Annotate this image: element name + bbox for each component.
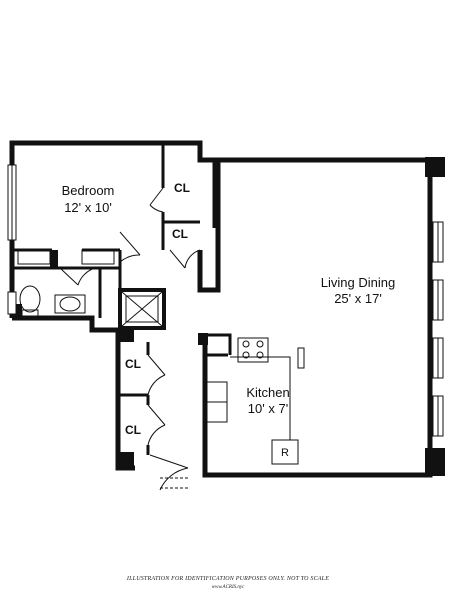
bedroom-partition	[50, 250, 58, 268]
stove	[237, 337, 269, 363]
hall-left-wall	[115, 330, 135, 471]
hall-closet-door-2	[147, 404, 166, 446]
closet-label-3: CL	[125, 357, 141, 371]
disclaimer-line-2: www.ACRIS.nyc	[211, 585, 245, 590]
bedroom-name: Bedroom	[62, 183, 115, 198]
living-bottom-right-corner	[425, 448, 445, 476]
entry-steps	[160, 477, 190, 489]
closet-label-1: CL	[174, 181, 190, 195]
bath-vanity	[54, 294, 86, 314]
bedroom-size: 12' x 10'	[64, 200, 112, 215]
wall-corners	[12, 157, 445, 476]
bath-window	[7, 291, 17, 315]
interior-walls	[12, 143, 232, 455]
shaft-hatch	[121, 291, 163, 327]
bedroom-furniture	[17, 249, 51, 265]
refrigerator-label: R	[281, 447, 289, 459]
entry-door	[149, 454, 189, 491]
bath-fixtures	[17, 249, 115, 317]
kitchen-size: 10' x 7'	[248, 401, 288, 416]
bedroom-closet-door-2	[169, 249, 201, 269]
window-mullions	[11, 165, 439, 436]
stove-burners	[242, 340, 264, 359]
hall-bottom-corner	[118, 452, 134, 470]
bath-bottom-wall	[12, 315, 118, 333]
doors	[59, 187, 201, 491]
dishwasher	[297, 347, 305, 369]
bath-sink	[59, 296, 81, 312]
closet-label-2: CL	[172, 227, 188, 241]
bedroom-closet-door-1	[149, 187, 164, 213]
living-outer-wall	[197, 157, 433, 478]
closet-label-4: CL	[125, 423, 141, 437]
living-size: 25' x 17'	[334, 291, 382, 306]
hall-closet-door-1	[147, 354, 166, 396]
bath-corner	[12, 304, 22, 318]
kitchen-top-left-corner	[198, 333, 208, 345]
toilet	[19, 285, 41, 313]
living-top-right-corner	[425, 157, 445, 177]
living-name: Living Dining	[321, 275, 395, 290]
closet-corner	[118, 330, 134, 342]
bath-door	[59, 267, 96, 286]
bedroom-door	[119, 231, 141, 263]
kitchen-name: Kitchen	[246, 385, 289, 400]
kitchen-wall	[205, 333, 232, 355]
refrigerator	[271, 439, 299, 465]
kitchen-fixtures	[206, 337, 305, 465]
disclaimer-line-1: ILLUSTRATION FOR IDENTIFICATION PURPOSES…	[126, 576, 330, 582]
shaft-box	[118, 288, 166, 330]
